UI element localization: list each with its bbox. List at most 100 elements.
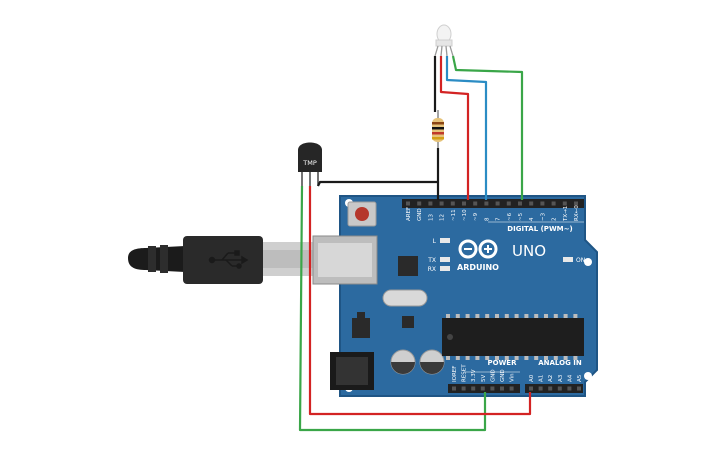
digital-header <box>402 199 584 208</box>
digital-pin-label: ~11 <box>451 209 457 221</box>
analog-pin-hole[interactable] <box>557 386 562 391</box>
svg-text:ON: ON <box>576 257 585 264</box>
digital-pin-hole[interactable] <box>551 201 556 206</box>
small-chip <box>402 316 414 328</box>
tmp-sensor-label: TMP <box>302 159 317 167</box>
digital-pin-hole[interactable] <box>462 201 466 206</box>
digital-pin-hole[interactable] <box>473 201 478 206</box>
chip-pin <box>475 314 480 318</box>
digital-pin-label: ~3 <box>540 212 546 221</box>
chip-pin <box>514 356 519 360</box>
digital-pin-hole[interactable] <box>439 201 444 206</box>
chip-pin <box>534 314 539 318</box>
digital-pin-label: RX←0 <box>574 205 580 221</box>
digital-pin-hole[interactable] <box>506 201 511 206</box>
power-pin-hole[interactable] <box>490 386 495 391</box>
digital-pin-label: 8 <box>484 217 490 221</box>
digital-pin-label: ~6 <box>507 212 513 221</box>
svg-text:RX: RX <box>428 266 436 273</box>
svg-text:L: L <box>433 238 437 245</box>
chip-pin <box>514 314 519 318</box>
digital-pin-hole[interactable] <box>428 201 433 206</box>
digital-pin-hole[interactable] <box>417 201 422 206</box>
chip-pin <box>524 356 529 360</box>
power-pin-label: IOREF <box>452 366 458 382</box>
led-on: ON <box>563 257 585 264</box>
power-pin-hole[interactable] <box>480 386 485 391</box>
usb-icon <box>208 250 249 269</box>
arduino-uno-board[interactable]: L TX RX ON ARDUINO UNO <box>312 195 598 397</box>
power-header-label: POWER <box>488 359 518 367</box>
digital-pin-hole[interactable] <box>450 201 455 206</box>
led-l: L <box>433 238 450 245</box>
digital-pin-label: 12 <box>440 214 446 221</box>
digital-pin-hole[interactable] <box>495 201 500 206</box>
power-pin-label: GND <box>490 369 496 382</box>
chip-pin <box>446 314 450 318</box>
chip-pin <box>504 356 509 360</box>
chip-pin <box>465 356 470 360</box>
chip-pin <box>563 356 568 360</box>
digital-pin-label: AREF <box>406 207 412 221</box>
led-rx: RX <box>428 266 450 273</box>
model-label: UNO <box>512 242 546 260</box>
wire-black-resistor-gnd[interactable] <box>317 148 440 187</box>
digital-pin-label: 4 <box>529 217 535 221</box>
analog-pin-label: A1 <box>539 375 545 382</box>
digital-pin-label: 13 <box>428 214 434 221</box>
capacitor <box>390 349 416 375</box>
digital-pin-hole[interactable] <box>562 201 567 206</box>
tmp-sensor[interactable]: TMP <box>298 142 322 187</box>
analog-pin-label: A0 <box>529 374 535 382</box>
digital-pin-hole[interactable] <box>406 201 410 206</box>
digital-pin-hole[interactable] <box>540 201 545 206</box>
analog-pin-label: A5 <box>577 374 583 382</box>
power-pin-hole[interactable] <box>500 386 504 391</box>
digital-pin-label: ~10 <box>462 209 468 221</box>
chip-pin <box>475 356 480 360</box>
dc-power-jack <box>330 352 374 390</box>
chip-pin <box>534 356 539 360</box>
power-pin-hole[interactable] <box>509 386 514 391</box>
reset-button[interactable] <box>347 201 377 227</box>
analog-pin-hole[interactable] <box>538 386 543 391</box>
chip-pin <box>485 314 490 318</box>
wire-green-led[interactable] <box>451 55 524 200</box>
chip-pin <box>495 314 499 318</box>
power-pin-label: GND <box>500 369 506 382</box>
digital-pin-hole[interactable] <box>518 201 522 206</box>
digital-pin-hole[interactable] <box>484 201 489 206</box>
power-pin-hole[interactable] <box>471 386 476 391</box>
chip-pin <box>446 356 450 360</box>
brand-label: ARDUINO <box>457 263 499 272</box>
chip-pin <box>465 314 470 318</box>
usb-chip <box>398 256 418 276</box>
digital-pin-hole[interactable] <box>574 201 578 206</box>
wire-red-sensor-a0[interactable] <box>308 186 532 416</box>
digital-pin-label: ~5 <box>518 212 524 221</box>
rgb-led[interactable] <box>434 24 454 57</box>
chip-pin <box>563 314 568 318</box>
wire-blue-led[interactable] <box>445 56 488 200</box>
wire-green-sensor-5v[interactable] <box>298 185 487 432</box>
power-pin-hole[interactable] <box>452 386 456 391</box>
led-tx: TX <box>427 257 450 264</box>
wire-red-led[interactable] <box>439 56 470 200</box>
power-pin-label: 3.3V <box>471 369 477 382</box>
chip-pin <box>495 356 499 360</box>
analog-pin-hole[interactable] <box>529 386 533 391</box>
analog-pin-hole[interactable] <box>567 386 572 391</box>
arduino-logo <box>458 239 498 259</box>
analog-pin-label: A3 <box>558 374 564 382</box>
digital-pin-label: TX→1 <box>563 206 569 222</box>
usb-cable[interactable] <box>128 236 315 284</box>
resistor[interactable] <box>432 110 444 148</box>
analog-header <box>525 384 583 393</box>
power-pin-hole[interactable] <box>461 386 466 391</box>
analog-pin-hole[interactable] <box>548 386 553 391</box>
chip-pin <box>544 314 548 318</box>
analog-header-label: ANALOG IN <box>538 359 582 367</box>
digital-pin-hole[interactable] <box>529 201 534 206</box>
chip-pin <box>524 314 529 318</box>
analog-pin-hole[interactable] <box>577 386 581 391</box>
